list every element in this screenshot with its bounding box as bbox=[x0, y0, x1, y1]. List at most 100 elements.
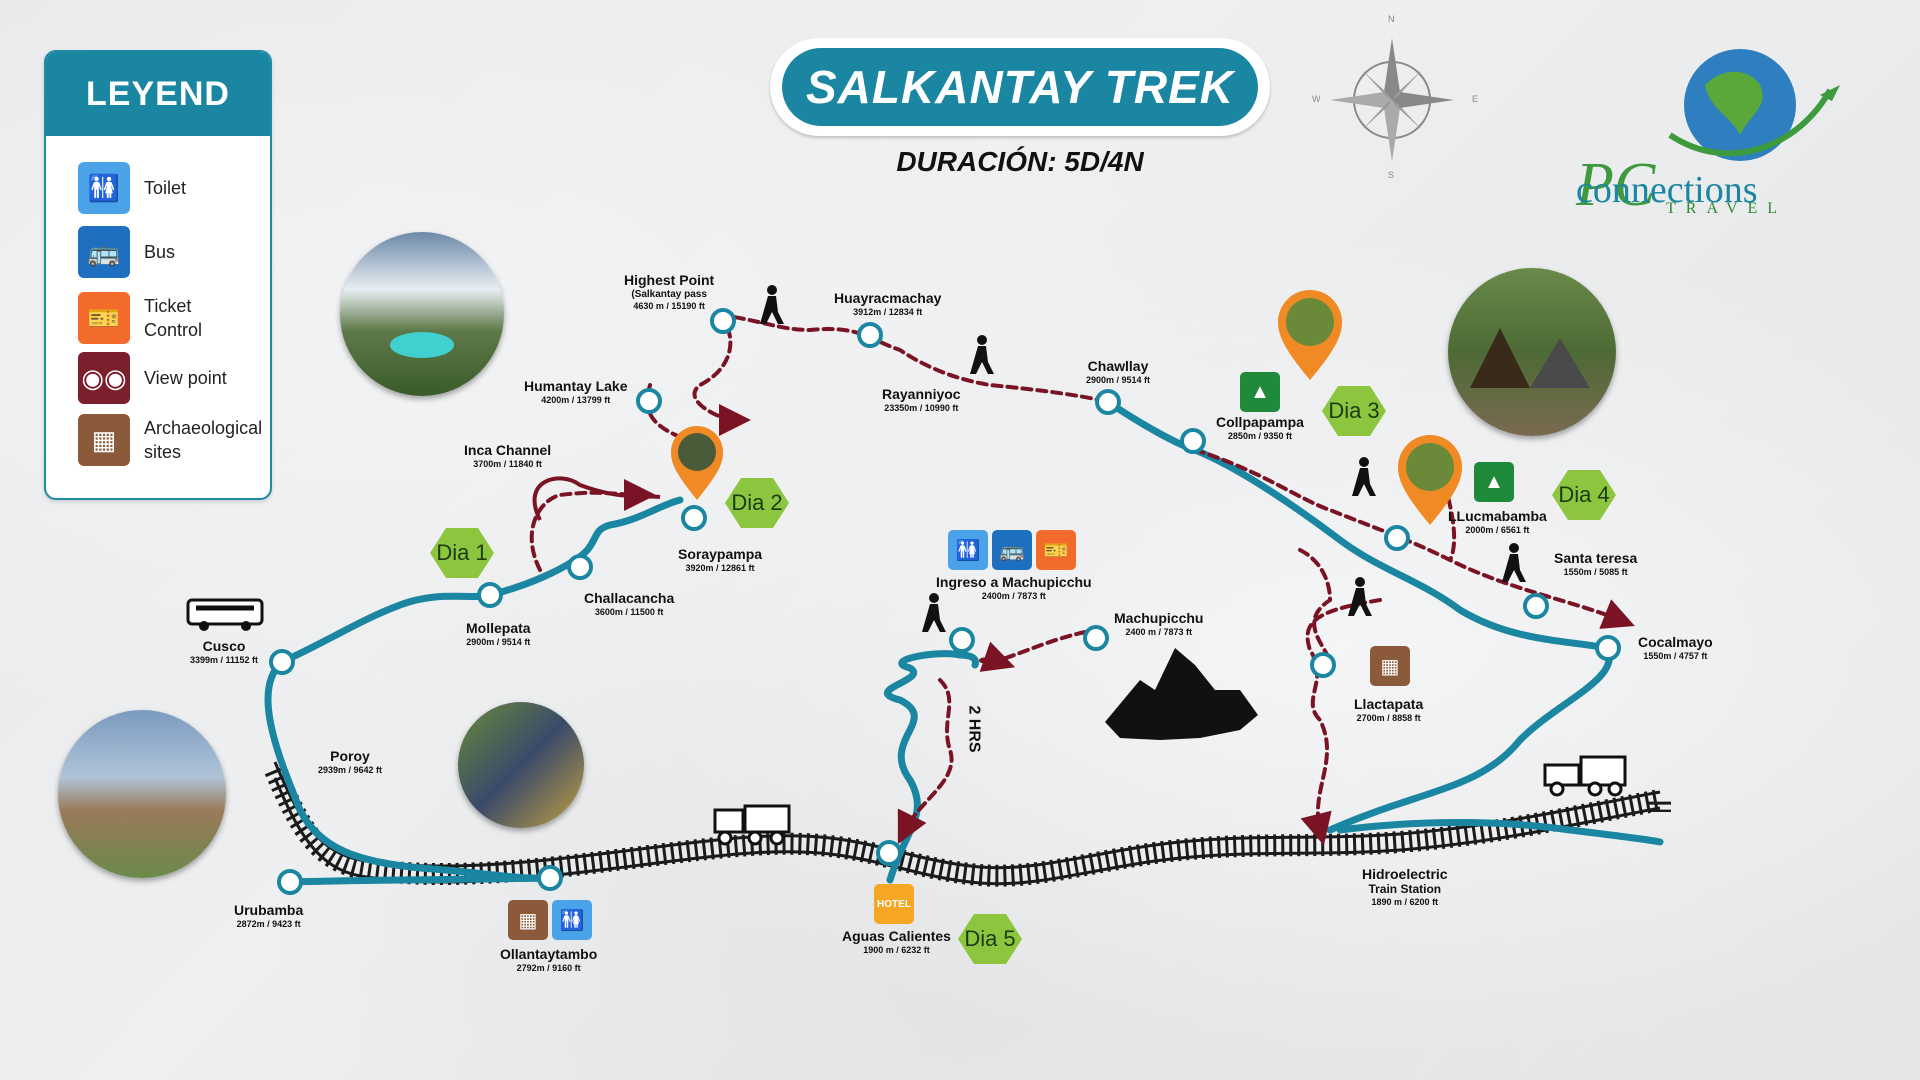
place-name: Challacancha bbox=[584, 590, 675, 606]
toilet-icon: 🚻 bbox=[78, 162, 130, 214]
hiker-icon bbox=[1352, 457, 1376, 496]
day-badge-2: Dia 2 bbox=[725, 478, 789, 528]
legend-label: View point bbox=[144, 368, 227, 388]
place-name: Urubamba bbox=[234, 902, 304, 918]
title-banner: SALKANTAY TREK bbox=[770, 38, 1270, 136]
place-elevation: 2000m / 6561 ft bbox=[1465, 525, 1530, 535]
place-name: Highest Point bbox=[624, 272, 715, 288]
place-name: Llactapata bbox=[1354, 696, 1424, 712]
photo-humantay-lake bbox=[340, 232, 504, 396]
place-elevation: 1550m / 4757 ft bbox=[1643, 651, 1708, 661]
place-elevation: 2900m / 9514 ft bbox=[466, 637, 531, 647]
compass-s: S bbox=[1388, 170, 1395, 180]
place-name: Huayracmachay bbox=[834, 290, 942, 306]
station-marker-aguas bbox=[876, 840, 902, 866]
place-name: Cusco bbox=[202, 638, 246, 654]
viewpoint-pin-day2 bbox=[671, 426, 723, 500]
legend-label: Ticket Control bbox=[144, 296, 203, 340]
place-elevation: 4200m / 13799 ft bbox=[541, 395, 611, 405]
place-elevation: 2939m / 9642 ft bbox=[318, 765, 383, 775]
bus-icon: 🚌 bbox=[992, 530, 1032, 570]
station-marker-cusco bbox=[269, 649, 295, 675]
bus-icon-map bbox=[186, 598, 264, 631]
hike-time-label: 2 HRS bbox=[965, 705, 983, 753]
place-name: Cocalmayo bbox=[1638, 634, 1713, 650]
ruins-icon: ▦ bbox=[508, 900, 548, 940]
place-elevation: 2700m / 8858 ft bbox=[1356, 713, 1421, 723]
place-name: Rayanniyoc bbox=[882, 386, 961, 402]
brand-sub: TRAVEL bbox=[1666, 200, 1788, 217]
hiker-icons bbox=[760, 285, 1526, 632]
place-name: Collpapampa bbox=[1216, 414, 1304, 430]
toilet-icon: 🚻 bbox=[948, 530, 988, 570]
place-name: Ollantaytambo bbox=[500, 946, 598, 962]
station-marker-huayracmachay bbox=[857, 322, 883, 348]
place-elevation: 2900m / 9514 ft bbox=[1086, 375, 1151, 385]
place-elevation: 3920m / 12861 ft bbox=[685, 563, 755, 573]
toilet-icon: 🚻 bbox=[552, 900, 592, 940]
legend-item-archaeological: ▦ Archaeological sites bbox=[78, 414, 263, 466]
station-marker-collpapampa bbox=[1180, 428, 1206, 454]
place-name: Aguas Calientes bbox=[842, 928, 951, 944]
legend-item-toilet: 🚻 Toilet bbox=[78, 162, 254, 214]
place-name: Chawllay bbox=[1087, 358, 1149, 374]
place-name: Santa teresa bbox=[1554, 550, 1638, 566]
station-marker-machupicchu bbox=[1083, 625, 1109, 651]
legend-label: Toilet bbox=[144, 178, 187, 198]
binoculars-icon: ◉◉ bbox=[78, 352, 130, 404]
station-marker-mollepata bbox=[477, 582, 503, 608]
hiker-icon bbox=[1348, 577, 1372, 616]
place-elevation: 23350m / 10990 ft bbox=[884, 403, 959, 413]
legend-item-viewpoint: ◉◉ View point bbox=[78, 352, 254, 404]
place-elevation: 3700m / 11840 ft bbox=[473, 459, 542, 469]
duration-label: DURACIÓN: 5D/4N bbox=[896, 146, 1144, 177]
place-name: Poroy bbox=[330, 748, 370, 764]
place-elevation: 2850m / 9350 ft bbox=[1227, 431, 1292, 441]
page-title: SALKANTAY TREK bbox=[782, 48, 1258, 126]
day-badge-5: Dia 5 bbox=[958, 914, 1022, 964]
legend-title: LEYEND bbox=[46, 52, 270, 136]
place-elevation: 2872m / 9423 ft bbox=[236, 919, 301, 929]
place-elevation: 1550m / 5085 ft bbox=[1563, 567, 1628, 577]
hiker-icon bbox=[760, 285, 784, 324]
inca-channel-path bbox=[532, 476, 661, 521]
station-marker-challacancha bbox=[567, 554, 593, 580]
station-markers bbox=[269, 308, 1621, 895]
compass-n: N bbox=[1388, 14, 1395, 24]
compass-icon bbox=[1330, 38, 1454, 162]
station-marker-soraypampa bbox=[681, 505, 707, 531]
compass-w: W bbox=[1312, 94, 1321, 104]
place-name: Hidroelectric bbox=[1362, 866, 1448, 882]
station-marker-highest bbox=[710, 308, 736, 334]
place-elevation: 4630 m / 15190 ft bbox=[633, 301, 705, 311]
station-marker-llactapata bbox=[1310, 652, 1336, 678]
legend-panel: LEYEND 🚻 Toilet 🚌 Bus 🎫 Ticket Control ◉… bbox=[44, 50, 272, 500]
viewpoint-pin-day4 bbox=[1398, 435, 1462, 525]
camp-icon: ▲ bbox=[1474, 462, 1514, 502]
place-elevation: 3600m / 11500 ft bbox=[594, 607, 664, 617]
ticket-icon: 🎫 bbox=[1036, 530, 1076, 570]
hiker-icon bbox=[970, 335, 994, 374]
camp-icon: ▲ bbox=[1240, 372, 1280, 412]
hiker-icon bbox=[1502, 543, 1526, 582]
place-name: Machupicchu bbox=[1114, 610, 1204, 626]
station-marker-santa-teresa bbox=[1523, 593, 1549, 619]
place-elevation: 2792m / 9160 ft bbox=[516, 963, 581, 973]
legend-label: Archaeological sites bbox=[144, 418, 263, 462]
place-subtitle: (Salkantay pass bbox=[631, 289, 707, 300]
station-marker-llucmabamba bbox=[1384, 525, 1410, 551]
place-name: Soraypampa bbox=[678, 546, 763, 562]
